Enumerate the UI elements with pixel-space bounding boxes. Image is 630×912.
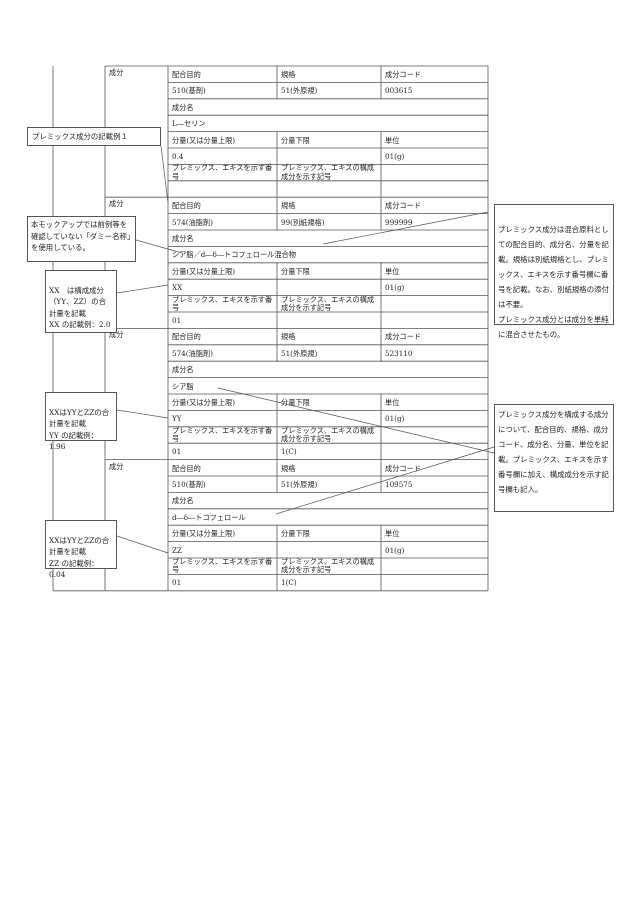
form-cell: 003615 [385, 86, 413, 96]
form-cell: 510(基剤) [172, 480, 206, 489]
note-text: プレミックス成分の記載例１ [32, 132, 128, 141]
group-label: 成分 [109, 199, 124, 209]
form-cell: プレミックス、エキスを示す番号 [172, 294, 273, 312]
form-cell: 分量(又は分量上限) [172, 135, 236, 145]
note-text: プレミックス成分は混合原料としての配合目的、成分名、分量を記載。規格は別紙規格と… [498, 225, 609, 339]
form-cell: 1(C) [281, 447, 297, 457]
form-cell: 単位 [385, 266, 400, 276]
leader-xx [116, 284, 169, 294]
form-cell: 51(外原規) [281, 86, 318, 96]
form-cell: L―セリン [172, 119, 206, 129]
form-cell: 成分コード [385, 201, 421, 211]
note-text: プレミックス成分を構成する成分について、配合目的、規格、成分コード、成分名、分量… [498, 410, 609, 494]
form-cell: 01 [172, 578, 182, 588]
leader-dummy [135, 239, 183, 254]
form-cell: 成分コード [385, 463, 421, 473]
note-text: XXはYYとZZの合計量を記載 ZZ の記載例：0.04 [49, 535, 110, 580]
note-premix-description: プレミックス成分は混合原料としての配合目的、成分名、分量を記載。規格は別紙規格と… [494, 204, 614, 339]
form-cell: 01(g) [385, 283, 405, 293]
form-cell: 成分コード [385, 332, 421, 342]
note-premix-example: プレミックス成分の記載例１ [27, 127, 161, 146]
form-cell: プレミックス、エキスの構成成分を示す記号 [281, 163, 375, 181]
form-cell: 999999 [385, 217, 413, 227]
form-cell: 単位 [385, 135, 400, 145]
form-cell: 523110 [385, 348, 413, 358]
form-cell: 配合目的 [172, 70, 201, 79]
form-cell: 規格 [281, 70, 296, 79]
form-cell: 1(C) [281, 578, 297, 588]
form-cell: シア脂 [172, 381, 194, 391]
form-cell: 成分名 [172, 102, 194, 112]
form-cell: 574(油脂剤) [172, 348, 213, 358]
note-text: XX は構成成分（YY、ZZ）の合計量を記載 XX の記載例：2.0 [49, 285, 111, 330]
form-cell: 分量下限 [281, 398, 310, 407]
form-cell: 成分名 [172, 365, 194, 375]
note-xx: XX は構成成分（YY、ZZ）の合計量を記載 XX の記載例：2.0 [45, 270, 117, 333]
form-cell: 109575 [385, 480, 413, 489]
form-cell: 配合目的 [172, 463, 201, 473]
form-cell: 配合目的 [172, 332, 201, 342]
group-label: 成分 [109, 68, 124, 77]
form-cell: XX [172, 283, 183, 293]
form-cell: 01(g) [385, 545, 405, 555]
leader-right-mid-a [217, 387, 495, 454]
form-cell: プレミックス、エキスの構成成分を示す記号 [281, 425, 375, 443]
form-cell: 規格 [281, 201, 296, 211]
form-cell: 成分名 [172, 496, 194, 506]
group-label: 成分 [109, 330, 124, 340]
form-cell: 574(油脂剤) [172, 217, 213, 227]
leader-right-mid-b [275, 446, 495, 515]
form-cell: 分量(又は分量上限) [172, 398, 236, 407]
group-label: 成分 [109, 461, 124, 471]
form-cell: 01 [172, 447, 182, 457]
form-cell: 成分名 [172, 234, 194, 243]
form-cell: プレミックス、エキスを示す番号 [172, 163, 273, 181]
leader-zz [116, 535, 169, 554]
form-cell: 01(g) [385, 152, 405, 161]
note-component-description: プレミックス成分を構成する成分について、配合目的、規格、成分コード、成分名、分量… [494, 404, 614, 512]
form-cell: プレミックス、エキスを示す番号 [172, 425, 273, 443]
leader-premix [160, 145, 169, 204]
form-cell: 単位 [385, 398, 400, 407]
form-cell: 01(g) [385, 414, 405, 424]
note-text: XXはYYとZZの合計量を記載 YY の記載例：1.96 [49, 407, 110, 452]
leader-yy [116, 409, 169, 419]
form-cell: シア脂／d―δ―トコフェロール混合物 [172, 250, 296, 260]
form-cell: 01 [172, 316, 182, 325]
form-cell: d―δ―トコフェロール [172, 512, 246, 522]
note-zz: XXはYYとZZの合計量を記載 ZZ の記載例：0.04 [45, 520, 117, 579]
form-cell: YY [172, 414, 182, 424]
note-dummy-name: 本モックアップでは前例等を確認していない「ダミー名称」を使用している。 [27, 216, 136, 262]
form-cell: 0.4 [172, 152, 184, 161]
note-text: 本モックアップでは前例等を確認していない「ダミー名称」を使用している。 [31, 220, 131, 252]
leader-right-top [322, 211, 489, 245]
form-cell: プレミックス、エキスを示す番号 [172, 557, 273, 575]
form-cell: 分量(又は分量上限) [172, 529, 236, 539]
form-cell: 51(外原規) [281, 348, 318, 358]
form-cell: 規格 [281, 463, 296, 473]
form-cell: 配合目的 [172, 201, 201, 211]
form-cell: 規格 [281, 332, 296, 342]
form-cell: 分量(又は分量上限) [172, 266, 236, 276]
form-cell: 99(別紙規格) [281, 217, 325, 227]
form-cell: 分量下限 [281, 529, 310, 539]
form-cell: 分量下限 [281, 266, 310, 276]
note-yy: XXはYYとZZの合計量を記載 YY の記載例：1.96 [45, 392, 117, 451]
form-cell: 単位 [385, 529, 400, 539]
form-cell: 51(外原規) [281, 480, 318, 489]
form-cell: 分量下限 [281, 135, 310, 145]
form-cell: ZZ [172, 545, 182, 555]
form-cell: 成分コード [385, 70, 421, 79]
form-cell: 510(基剤) [172, 86, 206, 96]
form-cell: プレミックス、エキスの構成成分を示す記号 [281, 557, 375, 575]
form-cell: プレミックス、エキスの構成成分を示す記号 [281, 294, 375, 312]
